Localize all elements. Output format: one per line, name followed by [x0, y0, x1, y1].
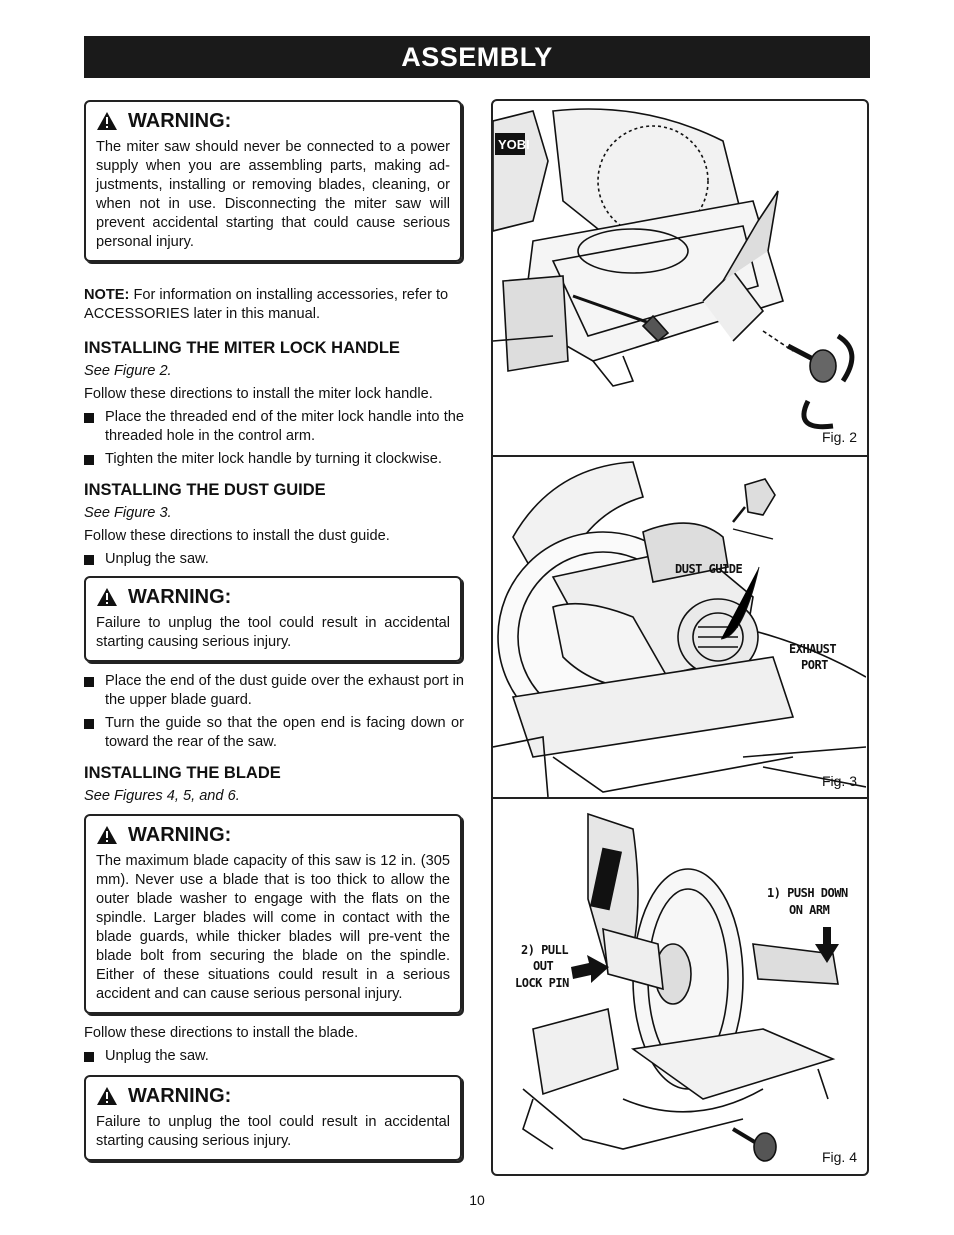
list-item: Unplug the saw.: [84, 1047, 464, 1066]
list-item: Place the end of the dust guide over the…: [84, 672, 464, 710]
heading-miter-lock: INSTALLING THE MITER LOCK HANDLE: [84, 339, 400, 357]
heading-dust-guide: INSTALLING THE DUST GUIDE: [84, 481, 326, 499]
blade-lock-pin-illustration: [522, 812, 839, 1162]
brand-logo-text: YOBI: [498, 137, 530, 152]
warning-label: WARNING:: [128, 586, 232, 608]
heading-blade: INSTALLING THE BLADE: [84, 764, 281, 782]
bullet-square-icon: [84, 413, 94, 423]
bullet-square-icon: [84, 719, 94, 729]
figure-divider: [493, 455, 867, 457]
note-label: NOTE:: [84, 287, 130, 303]
see-figure-3: See Figure 3.: [84, 505, 172, 521]
bullet-square-icon: [84, 1052, 94, 1062]
left-column: WARNING: The miter saw should never be c…: [84, 100, 464, 1161]
callout-on-arm: ON ARM: [789, 903, 830, 917]
dust-intro: Follow these directions to install the d…: [84, 528, 390, 544]
warning-triangle-icon: [97, 112, 117, 130]
miter-saw-handle-illustration: YOBI: [493, 108, 855, 430]
warning-triangle-icon: [97, 1087, 117, 1105]
figure-divider: [493, 797, 867, 799]
warning-label: WARNING:: [128, 1085, 232, 1107]
warning-label: WARNING:: [128, 824, 232, 846]
warning-header: WARNING:: [96, 584, 450, 610]
fig-4-label: Fig. 4: [821, 1149, 857, 1165]
list-item: Unplug the saw.: [84, 550, 464, 569]
page-header: ASSEMBLY: [84, 36, 870, 78]
figure-4: 1) PUSH DOWN ON ARM 2) PULL OUT LOCK PIN…: [493, 799, 867, 1174]
note-paragraph: NOTE: For information on installing acce…: [84, 286, 464, 324]
dust-guide-illustration: [493, 461, 866, 797]
callout-dust-guide: DUST GUIDE: [675, 562, 743, 576]
warning-label: WARNING:: [128, 110, 232, 132]
warning-triangle-icon: [97, 826, 117, 844]
warning-text: The miter saw should never be connected …: [96, 139, 450, 250]
list-item: Place the threaded end of the miter lock…: [84, 408, 464, 446]
fig-3-label: Fig. 3: [821, 773, 857, 789]
callout-out: OUT: [533, 959, 554, 973]
fig-2-label: Fig. 2: [821, 429, 857, 445]
figure-2: YOBI Fig. 2: [493, 101, 867, 455]
warning-header: WARNING:: [96, 1083, 450, 1109]
warning-text: Failure to unplug the tool could result …: [96, 1114, 450, 1149]
warning-box-blade-capacity: WARNING: The maximum blade capacity of t…: [84, 814, 462, 1014]
warning-box-unplug-2: WARNING: Failure to unplug the tool coul…: [84, 1075, 462, 1161]
warning-text: The maximum blade capacity of this saw i…: [96, 853, 450, 1002]
list-item: Tighten the miter lock handle by turning…: [84, 450, 464, 469]
figure-panel: YOBI Fig. 2: [491, 99, 869, 1176]
warning-box-unplug-1: WARNING: Failure to unplug the tool coul…: [84, 576, 462, 662]
bullet-square-icon: [84, 677, 94, 687]
warning-header: WARNING:: [96, 108, 450, 134]
note-text: For information on installing accessorie…: [84, 287, 449, 322]
list-item: Turn the guide so that the open end is f…: [84, 714, 464, 752]
warning-box-power: WARNING: The miter saw should never be c…: [84, 100, 462, 262]
warning-text: Failure to unplug the tool could result …: [96, 615, 450, 650]
callout-port: PORT: [801, 658, 828, 672]
warning-triangle-icon: [97, 588, 117, 606]
page-number: 10: [469, 1192, 485, 1208]
callout-pull: 2) PULL: [521, 943, 569, 957]
section-title: ASSEMBLY: [401, 42, 553, 72]
blade-intro: Follow these directions to install the b…: [84, 1025, 359, 1041]
callout-lock-pin: LOCK PIN: [515, 976, 569, 990]
see-figure-2: See Figure 2.: [84, 363, 172, 379]
see-figures-4-5-6: See Figures 4, 5, and 6.: [84, 788, 240, 804]
bullet-square-icon: [84, 555, 94, 565]
miter-intro: Follow these directions to install the m…: [84, 386, 433, 402]
warning-header: WARNING:: [96, 822, 450, 848]
callout-exhaust: EXHAUST: [789, 642, 837, 656]
callout-push-down: 1) PUSH DOWN: [767, 886, 848, 900]
figure-3: DUST GUIDE EXHAUST PORT Fig. 3: [493, 457, 867, 797]
bullet-square-icon: [84, 455, 94, 465]
